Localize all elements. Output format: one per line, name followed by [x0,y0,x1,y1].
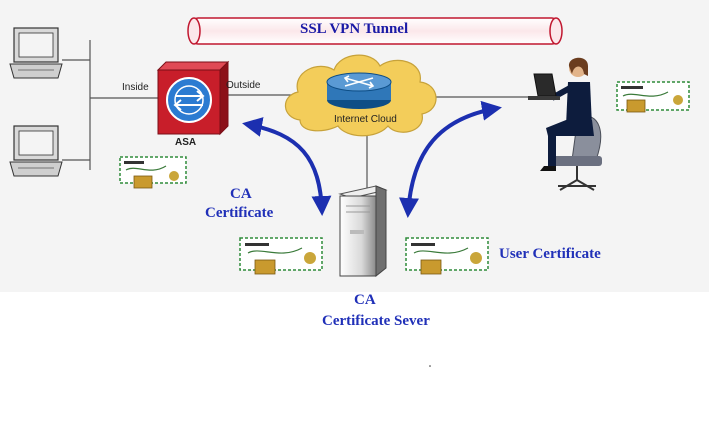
certificate-icon-ca [239,237,323,275]
asa-firewall-icon [156,60,230,136]
ca-server-label-line2: Certificate Sever [322,313,430,329]
router-icon [326,72,392,109]
tunnel-label: SSL VPN Tunnel [300,21,409,37]
pc-1-icon [9,27,63,79]
lan-lines [62,40,530,190]
certificate-icon-user [616,81,690,113]
certificate-icon-asa [119,156,187,189]
user-certificate-arrow [399,100,502,218]
laptop-user-icon [528,57,602,191]
cloud-label: Internet Cloud [334,114,397,125]
stray-dot [429,365,431,367]
ca-certificate-label-line2: Certificate [205,205,274,221]
ca-certificate-label-line1: CA [230,186,252,202]
outside-label: Outside [226,80,261,91]
ssl-vpn-tunnel [187,17,563,45]
pc-2-icon [9,125,63,177]
user-certificate-label: User Certificate [499,246,601,262]
inside-label: Inside [122,82,149,93]
asa-label: ASA [175,137,197,148]
ca-certificate-arrow [242,117,332,216]
ca-server-icon [338,185,388,278]
ca-server-label-line1: CA [354,292,376,308]
certificate-icon-user-issued [405,237,489,275]
